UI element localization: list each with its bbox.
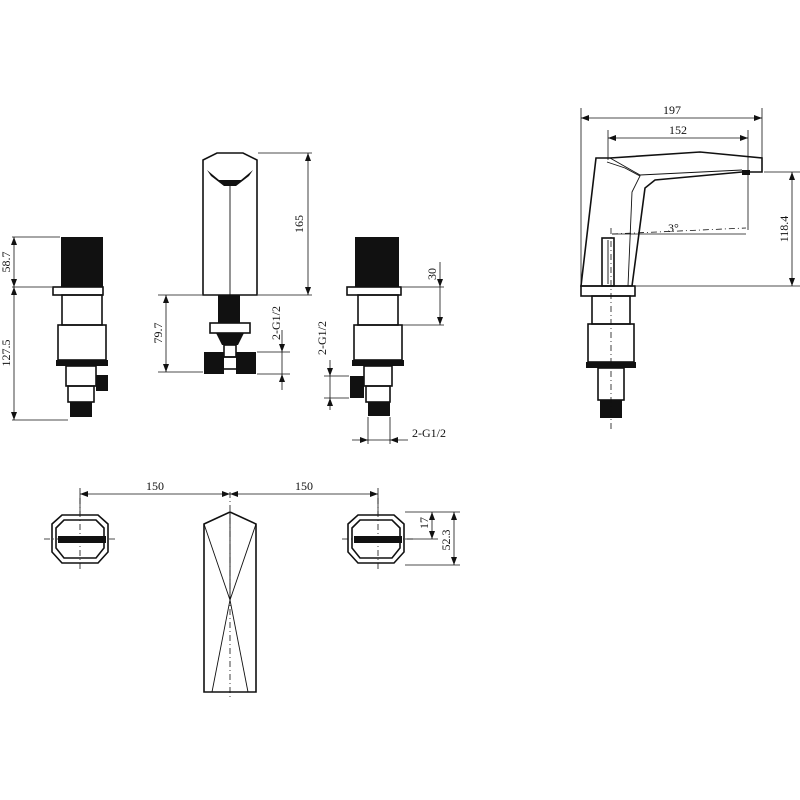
- side-spout-body: [580, 151, 763, 287]
- top-right-spacing-label: 150: [295, 479, 313, 493]
- right-handle-flange: [346, 286, 402, 296]
- top-left-handle: [51, 514, 109, 564]
- left-handle-nut: [56, 360, 108, 366]
- spout-side-view: 197 152 3° 118.4: [580, 103, 800, 430]
- spout-thread-label: 2-G1/2: [269, 306, 283, 340]
- right-handle-front-view: 30 2-G1/2 2-G1/2: [315, 237, 446, 444]
- top-right-handle: [347, 514, 405, 564]
- side-overall-length-label: 197: [663, 103, 681, 117]
- left-inlet-thread: [70, 402, 92, 417]
- left-handle-knurled-cap: [61, 237, 103, 287]
- right-handle-nut: [352, 360, 404, 366]
- side-spout-reach-label: 152: [669, 123, 687, 137]
- left-body-height-label: 127.5: [0, 340, 13, 367]
- spout-height-label: 165: [292, 215, 306, 233]
- top-view: 150 150 17 52.3: [44, 479, 460, 700]
- left-valve-body: [65, 365, 97, 387]
- spout-outlet-face: [207, 170, 253, 186]
- top-handle-depth-label: 52.3: [439, 530, 453, 551]
- left-valve-stem: [67, 385, 95, 403]
- side-inlet: [600, 400, 622, 418]
- side-aerator: [742, 170, 750, 175]
- right-inlet-thread: [368, 402, 390, 416]
- spout-shank: [218, 295, 240, 323]
- spout-base-height-label: 79.7: [151, 323, 165, 344]
- top-left-lever: [58, 536, 106, 543]
- spout-tee-center: [223, 344, 237, 358]
- spout-tee-left-inlet: [204, 352, 224, 374]
- right-valve-stem: [365, 385, 391, 403]
- left-side-outlet: [96, 375, 108, 391]
- left-handle-upper-body: [61, 294, 103, 326]
- right-side-outlet: [350, 376, 364, 398]
- left-handle-front-view: 58.7 127.5: [0, 236, 108, 421]
- right-thread-vertical-label: 2-G1/2: [315, 321, 329, 355]
- side-nut: [586, 362, 636, 368]
- left-handle-height-label: 58.7: [0, 252, 13, 273]
- left-handle-flange: [52, 286, 104, 296]
- right-thread-horizontal-label: 2-G1/2: [412, 426, 446, 440]
- spout-tee-body: [221, 356, 239, 370]
- top-handle-offset-label: 17: [417, 517, 431, 529]
- spout-mount-nut: [209, 322, 251, 334]
- right-handle-knurled-cap: [355, 237, 399, 287]
- spout-coupler: [216, 333, 244, 345]
- right-handle-lower-body: [353, 324, 403, 361]
- spout-tee-right-inlet: [236, 352, 256, 374]
- right-cap-height-label: 30: [425, 268, 439, 280]
- side-flange: [580, 285, 636, 297]
- left-handle-lower-body: [57, 324, 107, 361]
- side-spout-angle-label: 3°: [668, 221, 679, 235]
- right-valve-body: [363, 365, 393, 387]
- spout-front-view: 165 79.7 2-G1/2: [151, 152, 312, 390]
- right-handle-upper-body: [357, 294, 399, 326]
- side-lower-body: [587, 323, 635, 363]
- top-spout: [203, 511, 257, 693]
- side-spout-height-label: 118.4: [777, 216, 791, 243]
- top-left-spacing-label: 150: [146, 479, 164, 493]
